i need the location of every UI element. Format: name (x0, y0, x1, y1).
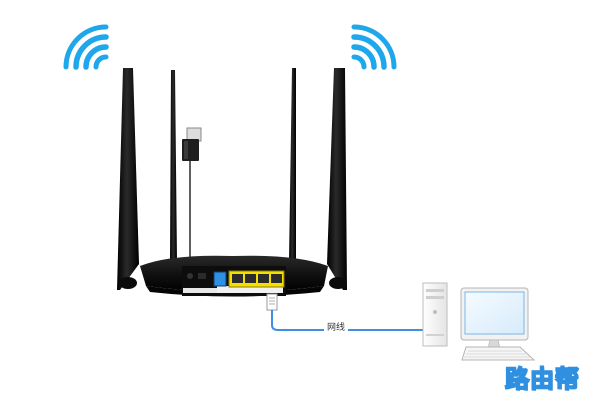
network-cable (271, 310, 425, 331)
wifi-signal-icon (63, 24, 109, 70)
wifi-signal-icon (351, 24, 397, 70)
computer-icon (422, 282, 536, 361)
router-icon (117, 68, 347, 311)
watermark-logo: 路由帮 (504, 364, 580, 394)
power-adapter-icon (182, 127, 202, 260)
cable-label: 网线 (324, 320, 349, 333)
